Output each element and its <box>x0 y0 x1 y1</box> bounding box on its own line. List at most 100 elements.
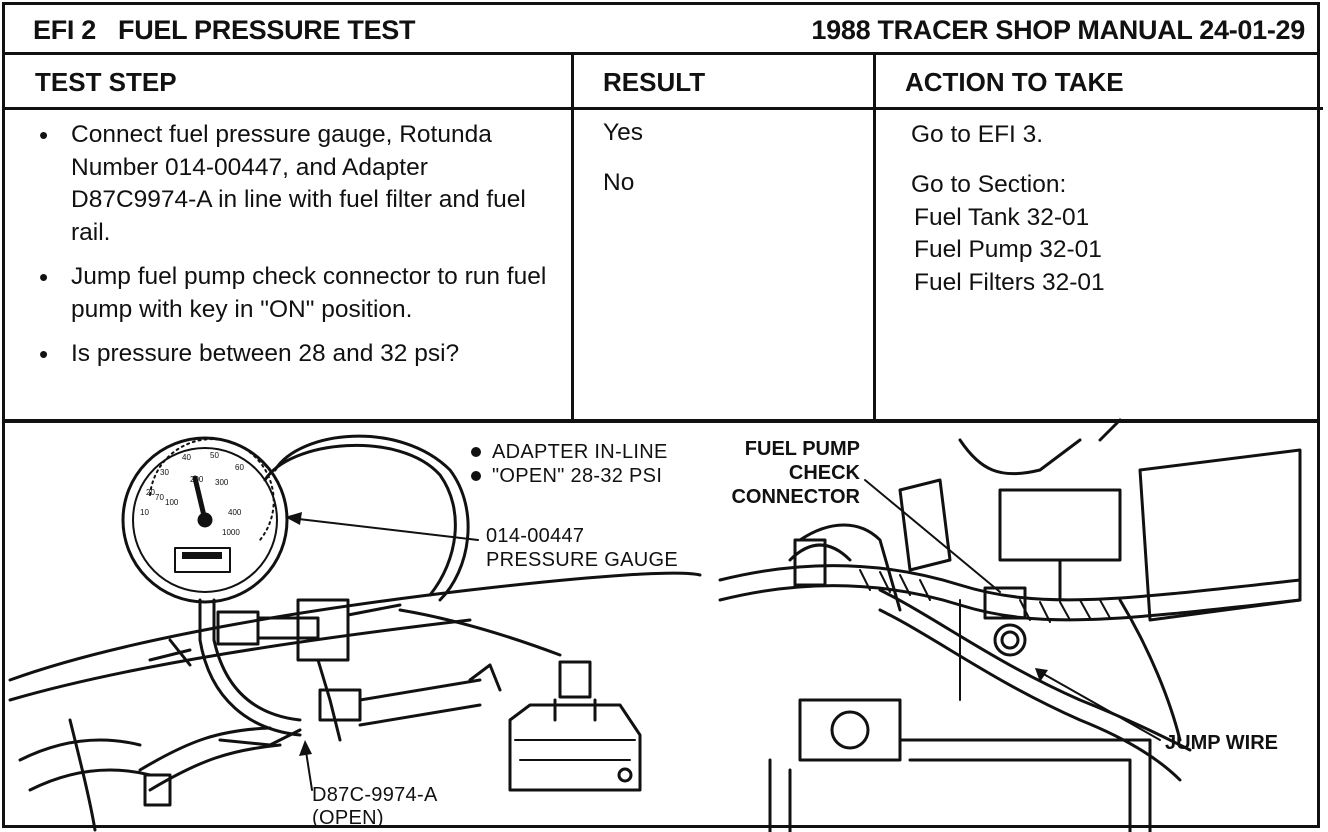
column-header-result: RESULT <box>573 55 875 110</box>
action-yes: Go to EFI 3. <box>911 121 1044 148</box>
gauge-scale-label: 50 <box>210 451 219 460</box>
action-line: Fuel Filters 32-01 <box>914 268 1105 296</box>
adapter-valve <box>316 658 342 742</box>
gauge-name: PRESSURE GAUGE <box>486 549 679 571</box>
arrowhead <box>299 740 312 756</box>
jump-wire-loop <box>1000 630 1020 650</box>
battery-case <box>908 758 1132 832</box>
action-line: Go to Section: <box>911 171 1067 198</box>
jump-wire-label: JUMP WIRE <box>1165 732 1278 754</box>
hose-clamp <box>168 638 192 667</box>
column-divider <box>571 55 574 422</box>
hose <box>798 523 902 612</box>
relay-block <box>998 488 1122 562</box>
gauge-scale-label: 400 <box>228 508 242 517</box>
pressure-gauge <box>121 436 289 604</box>
gauge-part-number: 014-00447 <box>486 525 585 547</box>
gauge-scale-label: 10 <box>140 508 149 517</box>
fuse-holder <box>898 478 952 572</box>
pressure-gauge-face <box>132 447 278 593</box>
test-title: FUEL PRESSURE TEST <box>118 15 416 45</box>
gauge-scale <box>149 438 275 541</box>
harness-branch <box>878 608 1182 782</box>
arrowhead <box>285 512 302 525</box>
fuel-filter <box>508 703 642 792</box>
note-bullet <box>471 447 481 457</box>
gauge-scale-label: 1000 <box>222 528 240 537</box>
adapter-hose <box>346 603 402 617</box>
action-line: Fuel Pump 32-01 <box>914 236 1102 263</box>
fuel-hose <box>148 648 192 662</box>
gauge-scale-label: 70 <box>155 493 164 502</box>
harness-branch <box>1118 598 1182 742</box>
battery-terminal <box>798 698 902 762</box>
fuel-line <box>358 678 482 727</box>
jump-wire-loop <box>993 623 1027 657</box>
engine-component <box>1098 418 1122 442</box>
battery-case <box>898 738 1152 832</box>
fuel-rail-line <box>8 571 702 682</box>
gauge-label-plate <box>182 552 222 559</box>
gauge-hub <box>197 512 213 528</box>
result-no: No <box>603 169 635 196</box>
row-divider <box>5 419 1317 423</box>
fuel-hose <box>198 638 302 737</box>
adapter-state: (OPEN) <box>312 807 384 829</box>
arrowhead <box>1035 668 1048 682</box>
gauge-scale-label: 30 <box>160 468 169 477</box>
note-bullet <box>471 471 481 481</box>
test-steps-list: Connect fuel pressure gauge, Rotunda Num… <box>33 119 553 383</box>
connector-callout-leader <box>864 479 1001 593</box>
tee-fitting <box>216 610 260 646</box>
fuel-rail-line <box>8 618 472 702</box>
action-line: Fuel Tank 32-01 <box>914 203 1090 231</box>
note-open-range: "OPEN" 28-32 PSI <box>492 465 663 487</box>
wiring-harness <box>718 584 1302 622</box>
gauge-scale-label: 300 <box>215 478 229 487</box>
hose-fitting <box>793 538 827 587</box>
manual-reference: 1988 TRACER SHOP MANUAL 24-01-29 <box>811 15 1305 45</box>
lower-hose <box>148 743 282 792</box>
test-step-item: Is pressure between 28 and 32 psi? <box>33 338 553 371</box>
gauge-scale-labels: 10 20 30 40 50 60 70 100 200 300 400 100… <box>140 451 244 537</box>
check-connector <box>983 586 1027 620</box>
wiring-harness <box>718 564 1302 602</box>
filter-cap <box>558 660 592 699</box>
fuel-filter <box>514 739 636 761</box>
filter-neck <box>553 698 597 722</box>
battery-case <box>768 758 792 832</box>
tee-fitting <box>256 616 320 640</box>
adapter-valve <box>318 688 362 722</box>
test-step-item: Jump fuel pump check connector to run fu… <box>33 261 553 326</box>
column-divider <box>873 55 876 422</box>
jump-wire-callout-leader <box>1039 671 1161 741</box>
adapter-body <box>296 598 350 662</box>
column-header-test-step: TEST STEP <box>5 55 573 110</box>
engine-line <box>68 718 97 832</box>
connector-label-line: CONNECTOR <box>731 486 860 508</box>
gauge-scale-label: 20 <box>146 488 155 497</box>
fuel-rail-line <box>398 608 562 657</box>
hose <box>788 543 852 562</box>
hose-end <box>143 773 172 807</box>
action-no: Go to Section: Fuel Tank 32-01 Fuel Pump… <box>911 169 1105 299</box>
gauge-scale-label: 60 <box>235 463 244 472</box>
lower-hose <box>138 726 272 772</box>
engine-component <box>958 438 1082 476</box>
connector-label-line: FUEL PUMP <box>744 438 860 460</box>
gauge-scale-label: 200 <box>190 475 204 484</box>
gauge-stem <box>198 598 216 642</box>
gauge-label-plate <box>174 547 231 573</box>
adapter-tip <box>218 728 302 747</box>
fuel-hose <box>212 638 302 722</box>
column-header-action: ACTION TO TAKE <box>875 55 1323 110</box>
gauge-scale-label: 40 <box>182 453 191 462</box>
gauge-callout-leader <box>289 517 479 541</box>
engine-line <box>18 738 142 762</box>
result-yes: Yes <box>603 119 643 146</box>
gauge-scale-label: 100 <box>165 498 179 507</box>
